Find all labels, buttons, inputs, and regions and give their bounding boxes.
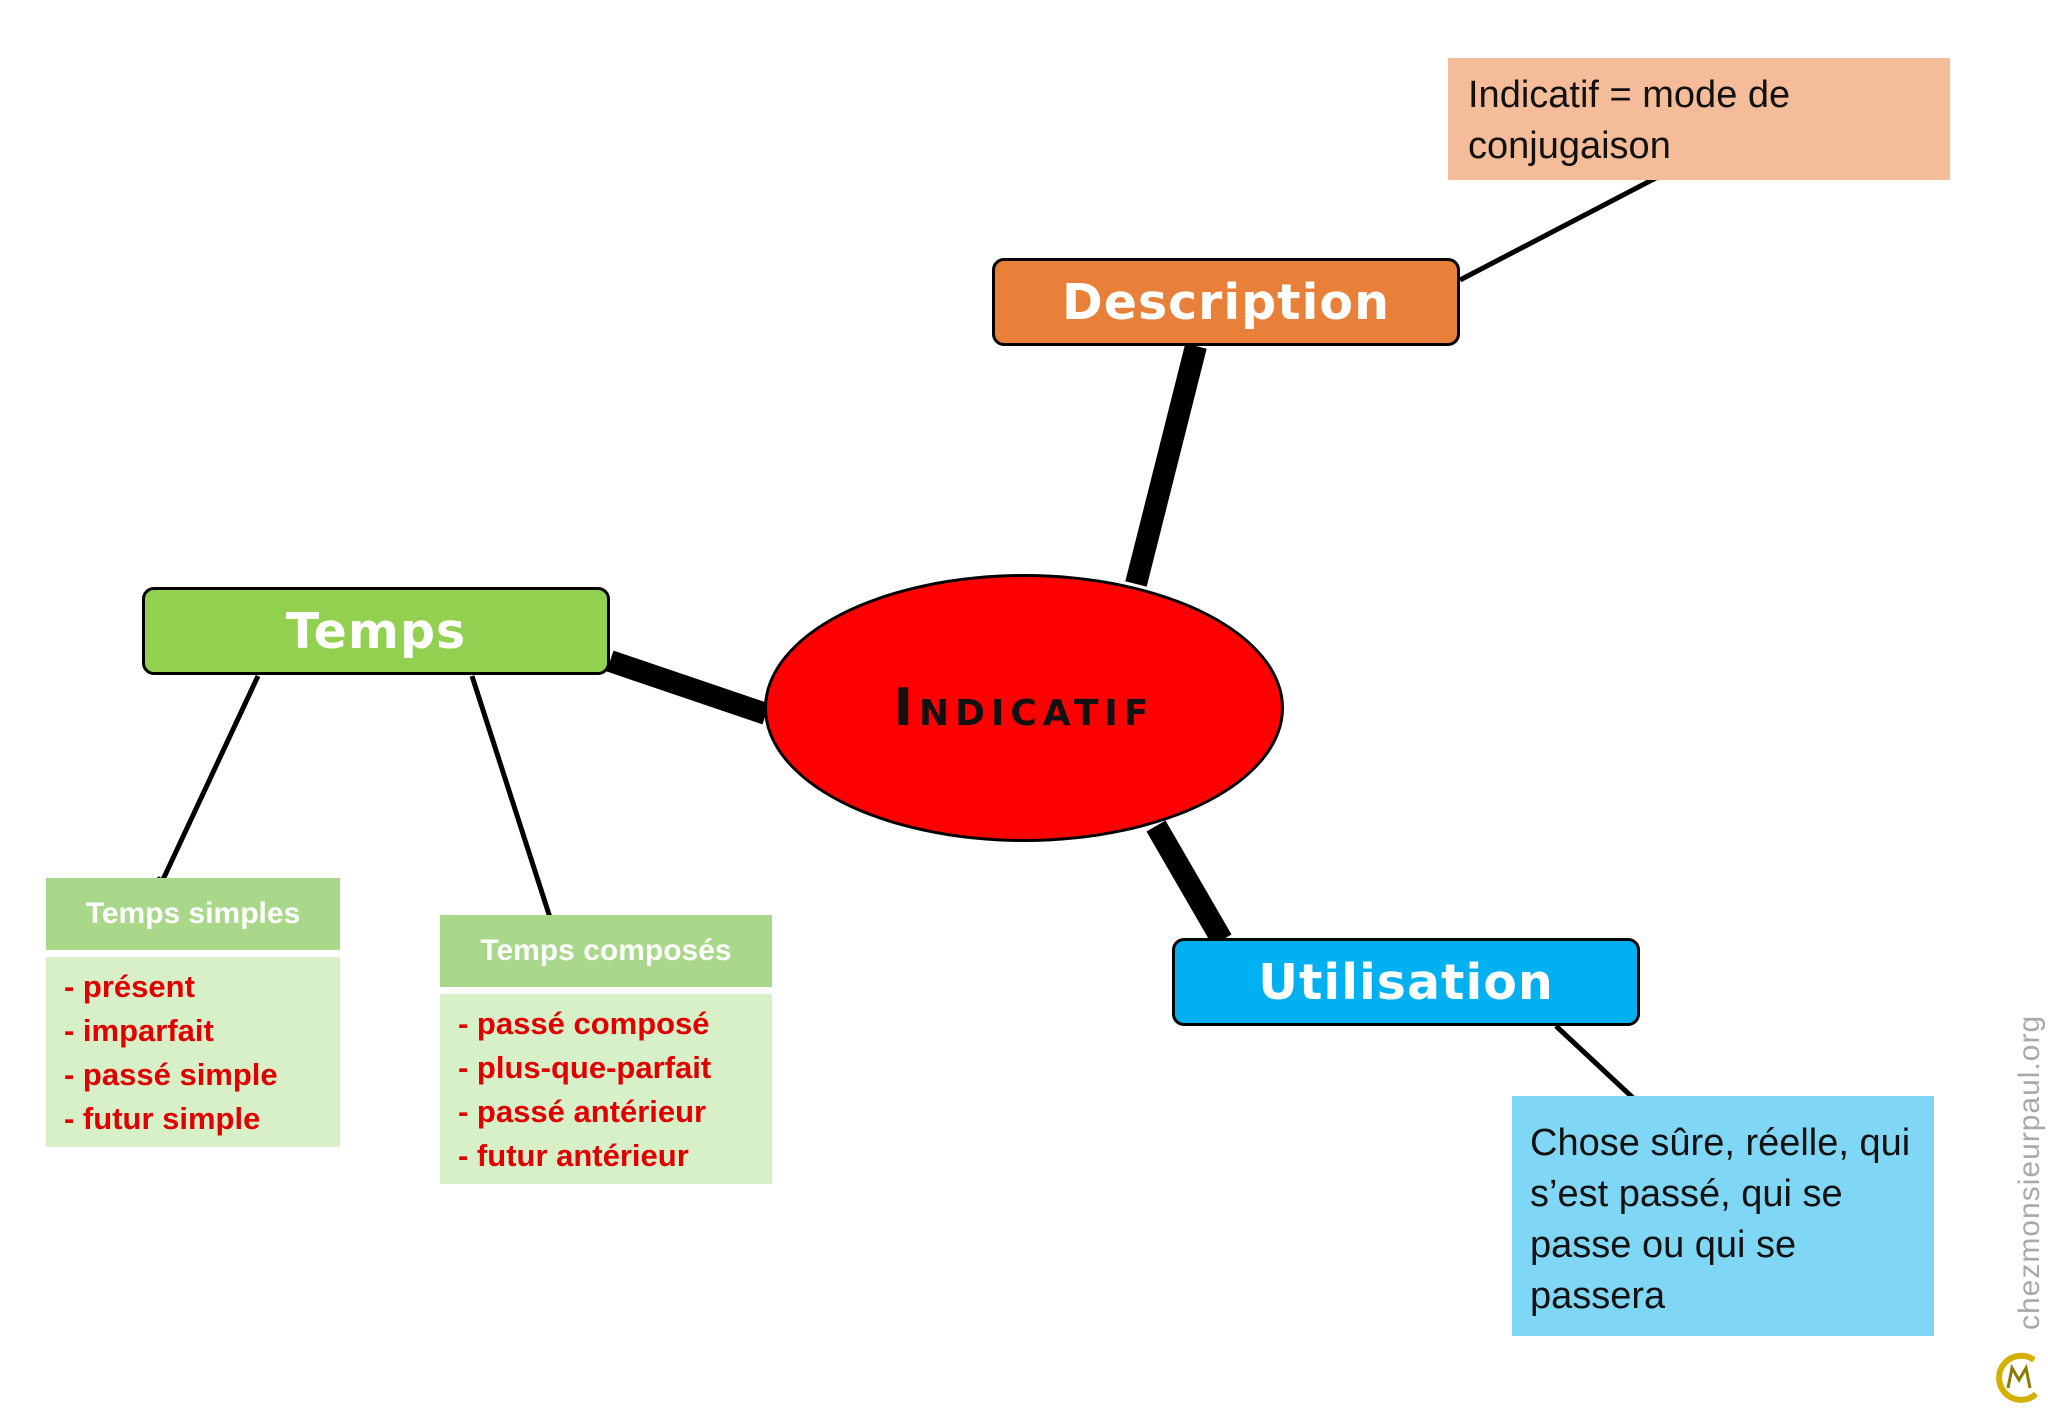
connector-center-utilisation xyxy=(1146,820,1232,946)
tense-item: - futur simple xyxy=(64,1101,261,1136)
temps-composes-table: Temps composés - passé composé - plus-qu… xyxy=(440,915,772,1184)
connector-center-description xyxy=(1125,343,1207,587)
tense-item: - passé composé xyxy=(458,1006,710,1041)
arrow-temps-simples xyxy=(160,674,261,886)
tense-item: - présent xyxy=(64,969,195,1004)
indicatif-label: Indicatif xyxy=(893,678,1155,738)
tense-item: - futur antérieur xyxy=(458,1138,689,1173)
tense-item: - plus-que-parfait xyxy=(458,1050,712,1085)
tense-item: - passé antérieur xyxy=(458,1094,707,1129)
connector-center-temps xyxy=(606,650,770,725)
arrow-description-note xyxy=(1458,169,1673,283)
temps-composes-header: Temps composés xyxy=(440,915,772,987)
description-node: Description xyxy=(992,258,1460,346)
tense-item: - passé simple xyxy=(64,1057,278,1092)
tense-item: - imparfait xyxy=(64,1013,214,1048)
watermark: chezmonsieurpaul.org xyxy=(2013,1014,2046,1330)
definition-note: Indicatif = mode de conjugaison xyxy=(1448,58,1950,180)
usage-note: Chose sûre, réelle, qui s’est passé, qui… xyxy=(1512,1096,1934,1336)
temps-simples-table: Temps simples - présent - imparfait - pa… xyxy=(46,878,340,1147)
temps-node: Temps xyxy=(142,587,610,675)
temps-simples-list: - présent - imparfait - passé simple - f… xyxy=(46,957,340,1147)
temps-simples-header: Temps simples xyxy=(46,878,340,950)
temps-composes-list: - passé composé - plus-que-parfait - pas… xyxy=(440,994,772,1184)
cmp-logo-icon xyxy=(1996,1352,2039,1403)
arrow-temps-composes xyxy=(469,675,555,933)
utilisation-node: Utilisation xyxy=(1172,938,1640,1026)
indicatif-node: Indicatif xyxy=(764,574,1284,842)
